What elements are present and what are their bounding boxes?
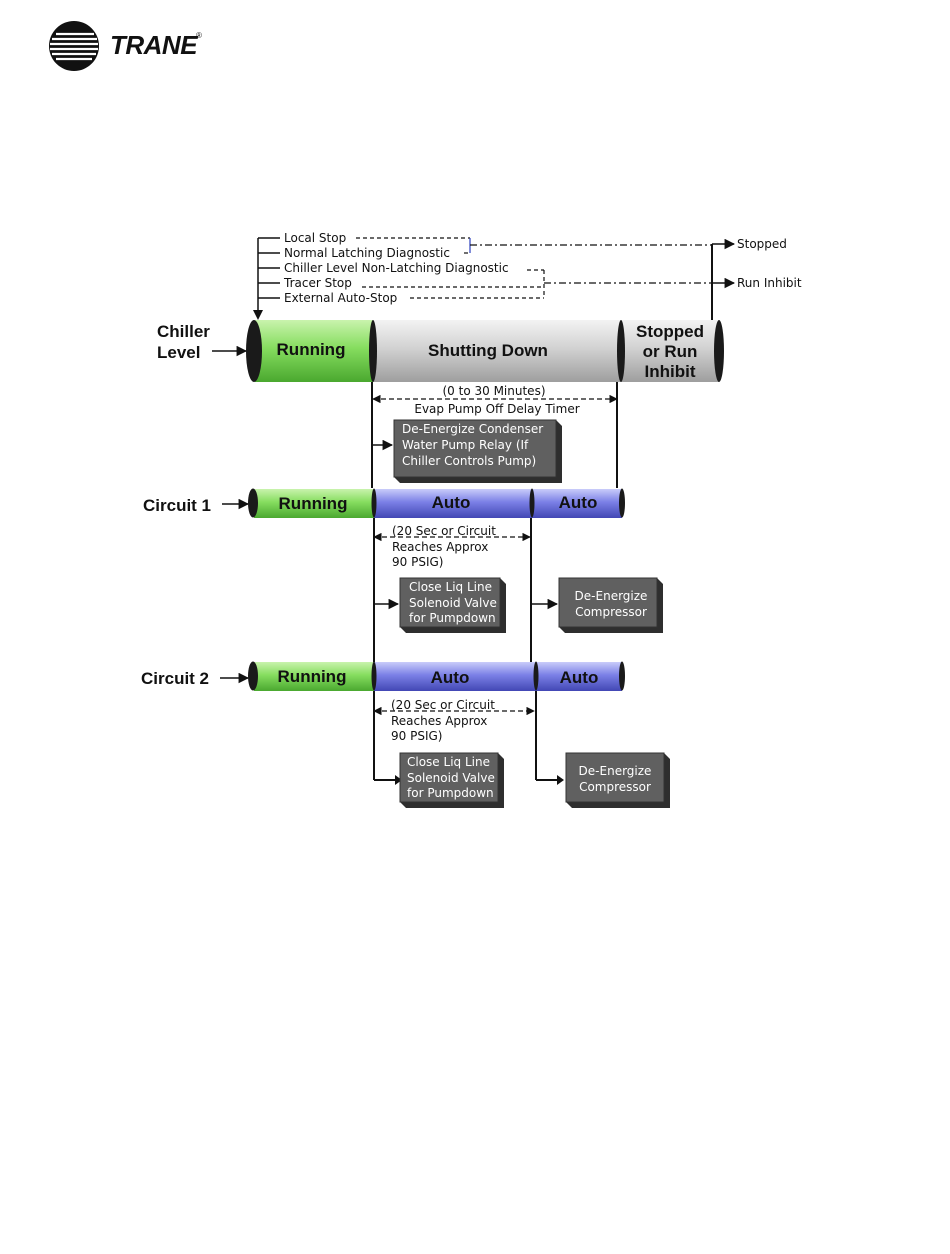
circuit1-timer-line3: 90 PSIG): [392, 555, 443, 569]
circuit1-label: Circuit 1: [143, 496, 211, 515]
circuit2-timer-line2: Reaches Approx: [391, 714, 487, 728]
chiller-level-label-line2: Level: [157, 343, 200, 362]
output-connectors: [711, 238, 736, 320]
circuit1-valve-line3: for Pumpdown: [409, 611, 496, 625]
chiller-drop-lines: [371, 382, 618, 488]
circuit1-valve-line1: Close Liq Line: [409, 580, 492, 594]
circuit1-compressor-line1: De-Energize: [575, 589, 648, 603]
chiller-shutting-down-segment: Shutting Down: [428, 341, 548, 360]
circuit1-auto-segment-1: Auto: [432, 493, 471, 512]
chiller-end-state-line3: Inhibit: [645, 362, 696, 381]
condenser-box-line1: De-Energize Condenser: [402, 422, 543, 436]
circuit2-valve-line3: for Pumpdown: [407, 786, 494, 800]
circuit1-compressor-line2: Compressor: [575, 605, 647, 619]
evap-timer-label: Evap Pump Off Delay Timer: [414, 402, 579, 416]
local-stop-label: Local Stop: [284, 231, 346, 245]
circuit1-bar: [248, 488, 625, 518]
circuit2-valve-line2: Solenoid Valve: [407, 771, 495, 785]
brand-name: TRANE: [110, 30, 198, 60]
circuit2-compressor-line2: Compressor: [579, 780, 651, 794]
circuit2-compressor-arrow: [557, 775, 564, 785]
circuit2-auto-segment-2: Auto: [560, 668, 599, 687]
chiller-end-state-line1: Stopped: [636, 322, 704, 341]
normal-latching-diagnostic-label: Normal Latching Diagnostic: [284, 246, 450, 260]
condenser-box-line3: Chiller Controls Pump): [402, 454, 536, 468]
trane-logo-icon: [49, 21, 99, 71]
tracer-stop-label: Tracer Stop: [283, 276, 352, 290]
circuit2-timer-line3: 90 PSIG): [391, 729, 442, 743]
external-auto-stop-label: External Auto-Stop: [284, 291, 397, 305]
circuit2-timer-line1: (20 Sec or Circuit: [391, 698, 495, 712]
circuit2-bar: [248, 661, 625, 691]
circuit1-compressor-box: [558, 577, 663, 633]
condenser-relay-box: [393, 419, 562, 483]
chiller-level-bar: [246, 320, 724, 382]
circuit1-running-segment: Running: [279, 494, 348, 513]
circuit2-label: Circuit 2: [141, 669, 209, 688]
circuit2-auto-segment-1: Auto: [431, 668, 470, 687]
condenser-box-line2: Water Pump Relay (If: [402, 438, 529, 452]
trigger-connectors: [356, 237, 712, 299]
brand-registered-mark: ®: [196, 31, 202, 40]
run-inhibit-output-label: Run Inhibit: [737, 276, 802, 290]
circuit1-timer-line1: (20 Sec or Circuit: [392, 524, 496, 538]
circuit2-drop-lines: [373, 691, 557, 781]
circuit2-valve-line1: Close Liq Line: [407, 755, 490, 769]
circuit2-valve-box: [399, 752, 504, 808]
evap-timer-duration: (0 to 30 Minutes): [443, 384, 546, 398]
chiller-level-label-line1: Chiller: [157, 322, 210, 341]
circuit2-compressor-box: [565, 752, 670, 808]
circuit1-valve-line2: Solenoid Valve: [409, 596, 497, 610]
chiller-non-latching-diagnostic-label: Chiller Level Non-Latching Diagnostic: [284, 261, 509, 275]
circuit1-valve-box: [399, 577, 506, 633]
circuit2-valve-arrow: [395, 775, 402, 785]
chiller-running-segment: Running: [277, 340, 346, 359]
trigger-inputs: [253, 237, 280, 320]
circuit2-running-segment: Running: [278, 667, 347, 686]
circuit2-compressor-line1: De-Energize: [579, 764, 652, 778]
circuit1-auto-segment-2: Auto: [559, 493, 598, 512]
chiller-end-state-line2: or Run: [643, 342, 698, 361]
stopped-output-label: Stopped: [737, 237, 787, 251]
circuit1-timer-line2: Reaches Approx: [392, 540, 488, 554]
circuit1-drop-lines: [373, 518, 532, 662]
